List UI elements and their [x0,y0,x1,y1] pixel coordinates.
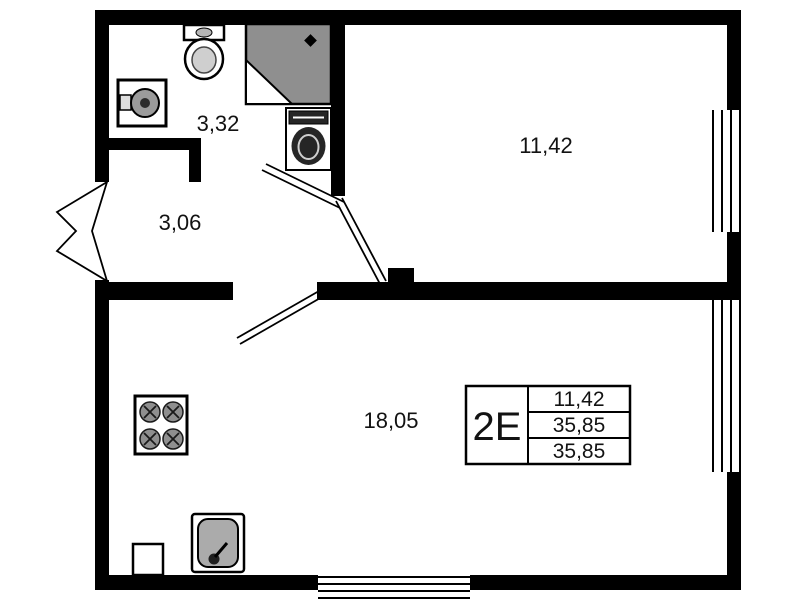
wall-bathroom-right [331,10,345,196]
toilet-bowl-inner [191,46,217,74]
wall-right-lower [727,472,741,590]
apartment-type-label: 2E [473,405,522,449]
room-area-living-kitchen: 18,05 [363,408,418,433]
door-line [261,169,341,209]
door-line [341,197,387,282]
door-leaf-living [236,290,323,345]
wall-bathroom-stub [189,148,201,182]
room-area-bedroom: 11,42 [519,133,572,158]
door-leaf-bathroom [261,163,345,209]
kitchen-sink-icon [190,512,246,574]
room-area-bathroom: 3,32 [197,111,240,136]
door-line [236,290,320,339]
wall-bottom-left [95,575,318,590]
wall-bathroom-bottom [109,138,201,150]
window-right-lower [712,300,741,472]
shower-head [304,34,317,47]
entrance-door-swing [55,180,109,283]
windows [318,110,741,599]
wall-bottom-right [470,575,741,590]
sink-basin [197,518,239,568]
room-area-hallway: 3,06 [159,210,202,235]
burner-cross [166,432,180,446]
door-leaf-bedroom [335,197,387,285]
burner-cross [166,405,180,419]
toilet2-bowl [291,127,326,165]
burner-cross [143,405,157,419]
toilet-bowl-icon [285,107,332,171]
toilet-icon [182,23,226,81]
window-bottom [318,576,470,599]
fixtures [116,22,333,577]
room-labels: 3,32 3,06 11,42 18,05 [159,111,573,433]
sink-faucet-spout [213,542,229,558]
duct-column [131,542,165,577]
shower-cabin-icon [244,22,333,106]
burner-cross [143,432,157,446]
info-total-area: 35,85 [553,414,606,437]
stove-icon [133,394,189,456]
doors [55,163,387,345]
shower-door-cut [245,57,295,105]
wall-right-upper [727,10,741,110]
door-line [335,200,381,285]
wash-basin-icon [116,78,168,128]
basin-tap [119,94,132,111]
wall-middle-left [95,282,233,300]
walls [95,10,741,590]
toilet2-bowl-inner [297,134,320,160]
stove-burners [139,401,184,450]
wall-left-upper [95,10,109,182]
wall-stub-top [388,268,414,282]
wall-top [95,10,741,25]
apartment-info-table: 2E 11,42 35,85 35,85 [464,384,632,466]
wall-left-lower [95,280,109,590]
info-full-area: 35,85 [553,440,606,463]
basin-drain [140,98,150,108]
info-living-area: 11,42 [554,388,605,411]
info-table-border [464,384,632,466]
wall-middle-right [317,282,741,300]
toilet-tank-lid [195,27,213,38]
window-right-upper [712,110,741,232]
door-line [239,296,323,345]
door-line [265,163,345,203]
